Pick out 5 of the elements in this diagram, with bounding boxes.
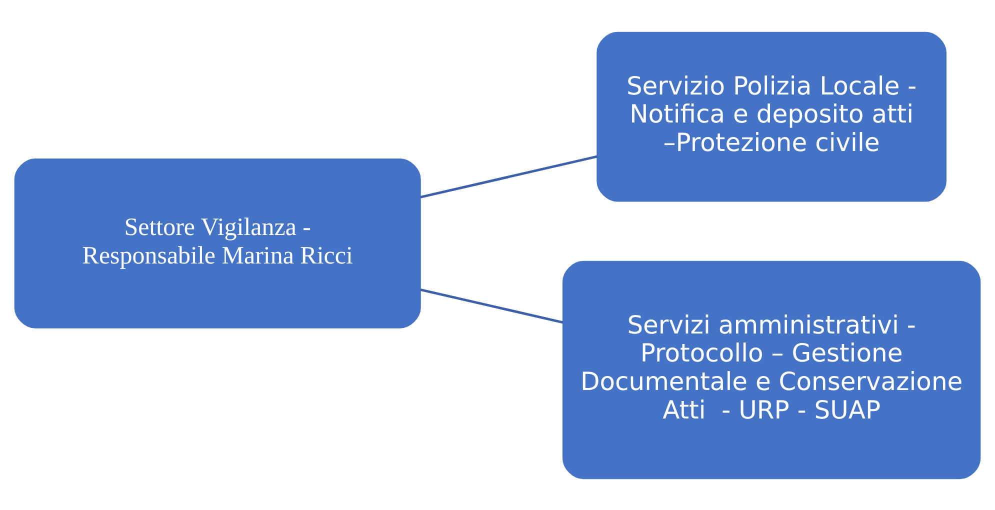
connector — [420, 288, 564, 324]
node-box: Servizio Polizia Locale - Notifica e deposito atti –Protezione civile — [596, 31, 946, 202]
connector — [420, 154, 598, 198]
node-box: Servizi amministrativi - Protocollo – Gestione Documentale e Conservazione Atti - URP - SUAP — [562, 260, 981, 479]
node-box: Settore Vigilanza - Responsabile Marina Ricci — [14, 158, 421, 328]
